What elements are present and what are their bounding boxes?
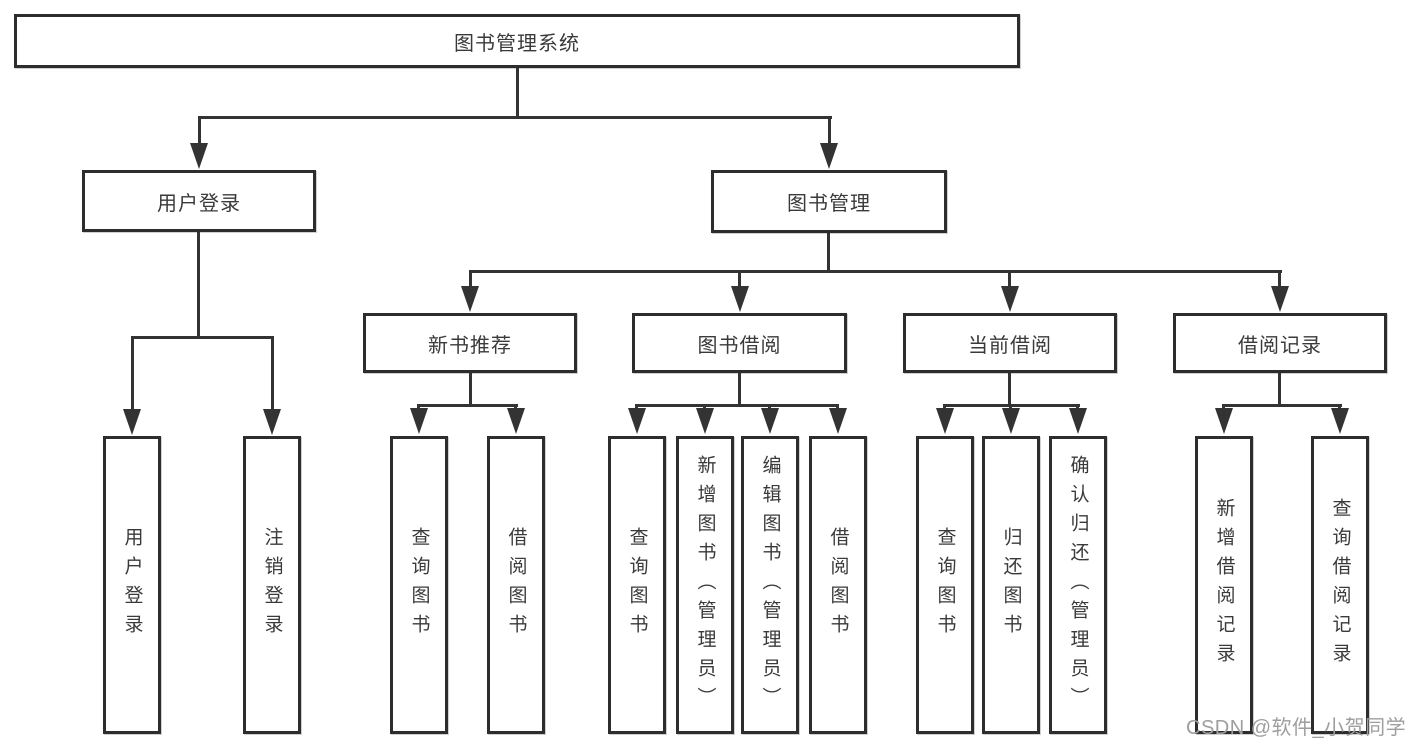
arrow-down-icon xyxy=(731,286,749,312)
leaf-query-books-1: 查询图书 xyxy=(390,436,448,734)
connector-line xyxy=(738,373,741,406)
arrow-down-icon xyxy=(936,408,954,434)
connector-line xyxy=(1008,373,1011,406)
leaf-return-books-label: 归还图书 xyxy=(1000,527,1022,643)
leaf-add-books-admin-label: 新增图书（管理员） xyxy=(694,454,716,716)
leaf-borrow-books-2: 借阅图书 xyxy=(809,436,867,734)
arrow-down-icon xyxy=(1331,408,1349,434)
arrow-down-icon xyxy=(829,408,847,434)
node-current-borrow-label: 当前借阅 xyxy=(968,334,1052,357)
arrow-down-icon xyxy=(190,143,208,169)
leaf-confirm-return-admin: 确认归还（管理员） xyxy=(1049,436,1107,734)
connector-line xyxy=(635,404,839,407)
leaf-add-borrow-record: 新增借阅记录 xyxy=(1195,436,1253,734)
node-borrow-record: 借阅记录 xyxy=(1173,313,1387,373)
leaf-query-books-2: 查询图书 xyxy=(608,436,666,734)
connector-line xyxy=(131,336,134,412)
connector-line xyxy=(1278,373,1281,406)
connector-line xyxy=(828,116,831,145)
arrow-down-icon xyxy=(507,408,525,434)
connector-line xyxy=(469,270,1282,273)
leaf-query-books-3: 查询图书 xyxy=(916,436,974,734)
leaf-query-borrow-record: 查询借阅记录 xyxy=(1311,436,1369,734)
node-book-management-label: 图书管理 xyxy=(787,193,871,215)
arrow-down-icon xyxy=(410,408,428,434)
node-borrow-record-label: 借阅记录 xyxy=(1238,334,1322,357)
node-book-borrow-label: 图书借阅 xyxy=(697,334,782,357)
connector-line xyxy=(469,373,472,406)
node-book-management: 图书管理 xyxy=(711,170,947,233)
leaf-return-books: 归还图书 xyxy=(982,436,1040,734)
connector-line xyxy=(131,336,274,339)
node-current-borrow: 当前借阅 xyxy=(903,313,1117,373)
connector-line xyxy=(198,116,201,145)
arrow-down-icon xyxy=(696,408,714,434)
arrow-down-icon xyxy=(820,143,838,169)
node-user-login: 用户登录 xyxy=(82,170,316,232)
leaf-borrow-books-1-label: 借阅图书 xyxy=(505,527,527,643)
connector-line xyxy=(1008,270,1011,290)
leaf-add-borrow-record-label: 新增借阅记录 xyxy=(1213,498,1235,672)
leaf-add-books-admin: 新增图书（管理员） xyxy=(676,436,734,734)
node-new-book-recommend-label: 新书推荐 xyxy=(428,334,512,357)
leaf-borrow-books-1: 借阅图书 xyxy=(487,436,545,734)
leaf-edit-books-admin-label: 编辑图书（管理员） xyxy=(759,454,781,716)
arrow-down-icon xyxy=(761,408,779,434)
leaf-edit-books-admin: 编辑图书（管理员） xyxy=(741,436,799,734)
connector-line xyxy=(197,232,200,338)
node-user-login-label: 用户登录 xyxy=(157,192,241,215)
node-root: 图书管理系统 xyxy=(14,14,1020,68)
connector-line xyxy=(198,116,832,119)
arrow-down-icon xyxy=(123,409,141,435)
leaf-query-borrow-record-label: 查询借阅记录 xyxy=(1329,498,1351,672)
node-book-borrow: 图书借阅 xyxy=(632,313,847,373)
arrow-down-icon xyxy=(1215,408,1233,434)
arrow-down-icon xyxy=(1001,286,1019,312)
connector-line xyxy=(516,68,519,118)
leaf-confirm-return-admin-label: 确认归还（管理员） xyxy=(1067,454,1089,716)
connector-line xyxy=(1278,270,1281,290)
arrow-down-icon xyxy=(628,408,646,434)
leaf-user-login-label: 用户登录 xyxy=(121,527,143,643)
watermark: CSDN @软件_小贺同学 xyxy=(1186,717,1405,739)
leaf-query-books-3-label: 查询图书 xyxy=(934,527,956,643)
leaf-user-login: 用户登录 xyxy=(103,436,161,734)
arrow-down-icon xyxy=(1069,408,1087,434)
leaf-logout: 注销登录 xyxy=(243,436,301,734)
connector-line xyxy=(417,404,518,407)
node-new-book-recommend: 新书推荐 xyxy=(363,313,577,373)
connector-line xyxy=(827,233,830,272)
node-root-label: 图书管理系统 xyxy=(454,32,580,55)
leaf-borrow-books-2-label: 借阅图书 xyxy=(827,527,849,643)
leaf-query-books-2-label: 查询图书 xyxy=(626,527,648,643)
connector-line xyxy=(271,336,274,412)
arrow-down-icon xyxy=(1271,286,1289,312)
leaf-logout-label: 注销登录 xyxy=(261,527,283,643)
connector-line xyxy=(1222,404,1342,407)
connector-line xyxy=(469,270,472,290)
arrow-down-icon xyxy=(461,286,479,312)
connector-line xyxy=(738,270,741,290)
arrow-down-icon xyxy=(263,409,281,435)
arrow-down-icon xyxy=(1002,408,1020,434)
leaf-query-books-1-label: 查询图书 xyxy=(408,527,430,643)
